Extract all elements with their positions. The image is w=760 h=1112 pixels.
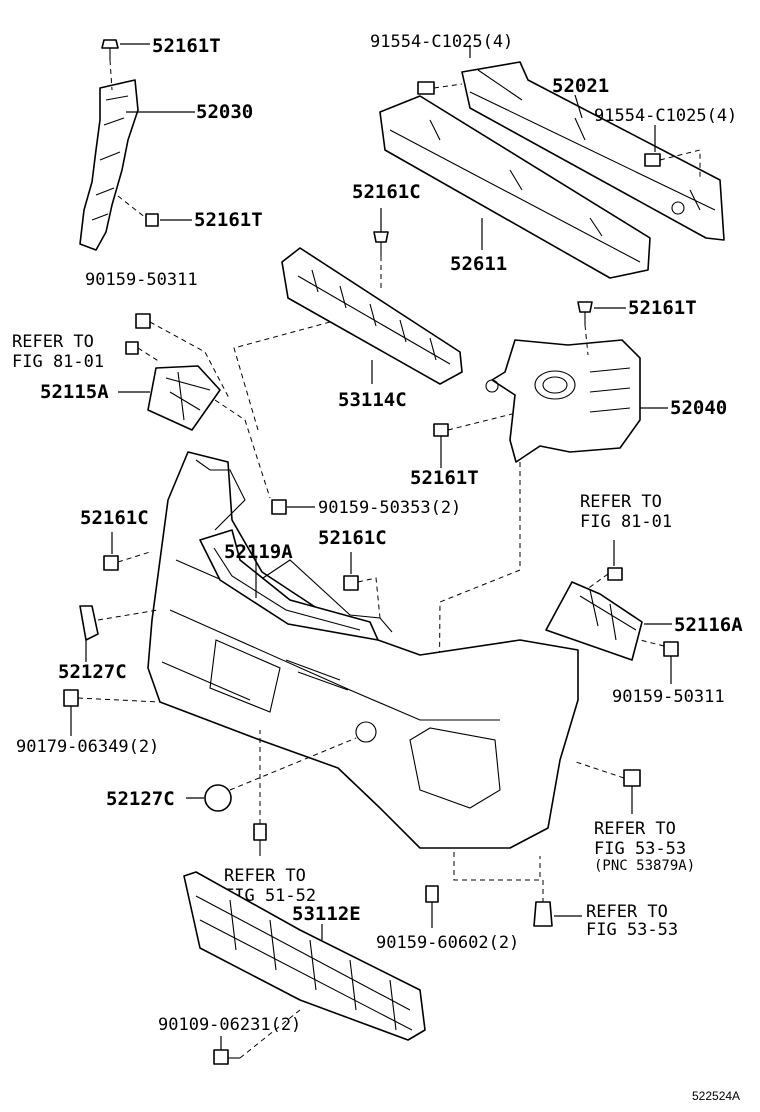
label-90159-50311-right: 90159-50311: [612, 687, 725, 707]
label-52030: 52030: [196, 101, 253, 123]
bracket-52115A[interactable]: [147, 365, 221, 431]
clip-52161T-mid[interactable]: [145, 213, 159, 227]
label-52161T-lower: 52161T: [410, 467, 479, 489]
bolt-90159-60602[interactable]: [425, 885, 439, 903]
clip-refer-5353-a[interactable]: [623, 769, 641, 787]
bracket-52040[interactable]: [485, 339, 641, 463]
label-52161C-mid: 52161C: [318, 527, 387, 549]
clip-52161T-lower[interactable]: [433, 423, 449, 437]
diagram-code: 522524A: [692, 1089, 740, 1103]
cover-52127C-top[interactable]: [79, 605, 99, 641]
label-91554-right: 91554-C1025(4): [594, 106, 737, 126]
clip-refer-5353-b[interactable]: [533, 901, 553, 927]
label-52161C-left: 52161C: [80, 507, 149, 529]
clip-52161C-top[interactable]: [373, 231, 389, 256]
label-91554-left: 91554-C1025(4): [370, 32, 513, 52]
label-90159-50353: 90159-50353(2): [318, 498, 461, 518]
label-52161T-top: 52161T: [152, 35, 221, 57]
label-refer-fig5353-b-2: FIG 53-53: [586, 920, 678, 940]
label-52119A: 52119A: [224, 541, 293, 563]
retainer-52119A[interactable]: [199, 529, 379, 641]
lower-grille-53112E[interactable]: [183, 871, 426, 1041]
label-52021: 52021: [552, 75, 609, 97]
label-52161C-top: 52161C: [352, 181, 421, 203]
bolt-90159-50311-top[interactable]: [135, 313, 151, 329]
bolt-refer-5152[interactable]: [253, 823, 267, 856]
clip-52161T-right[interactable]: [577, 301, 593, 325]
label-refer-fig5353-a-2: FIG 53-53: [594, 839, 686, 859]
grille-53114C[interactable]: [281, 247, 463, 385]
bracket-52116A[interactable]: [545, 581, 643, 661]
label-52127C-top: 52127C: [58, 661, 127, 683]
label-52040: 52040: [670, 397, 727, 419]
label-53114C: 53114C: [338, 389, 407, 411]
label-52611: 52611: [450, 253, 507, 275]
label-refer-fig8101-right-1: REFER TO: [580, 492, 662, 512]
label-90159-50311-top: 90159-50311: [85, 270, 198, 290]
label-52115A: 52115A: [40, 381, 109, 403]
clip-52161C-mid[interactable]: [343, 575, 359, 591]
bolt-90109[interactable]: [213, 1049, 240, 1065]
clip-90179[interactable]: [63, 689, 79, 707]
label-refer-fig5353-a-1: REFER TO: [594, 819, 676, 839]
label-refer-fig5353-a-3: (PNC 53879A): [594, 858, 695, 874]
label-90109: 90109-06231(2): [158, 1015, 301, 1035]
bolt-91554-right[interactable]: [644, 153, 661, 167]
bolt-90159-50353[interactable]: [271, 499, 287, 515]
label-refer-fig8101-left-2: FIG 81-01: [12, 352, 104, 372]
label-52161T-right: 52161T: [628, 297, 697, 319]
label-53112E: 53112E: [292, 903, 361, 925]
bracket-52030[interactable]: [79, 79, 139, 251]
clip-refer-right[interactable]: [607, 567, 623, 581]
label-52116A: 52116A: [674, 614, 743, 636]
clip-refer-left[interactable]: [125, 341, 139, 355]
label-52161T-mid: 52161T: [194, 209, 263, 231]
label-refer-fig5353-b-1: REFER TO: [586, 902, 668, 922]
cap-52127C-bottom[interactable]: [204, 784, 232, 812]
label-90159-60602: 90159-60602(2): [376, 933, 519, 953]
bolt-90159-50311-right[interactable]: [663, 641, 679, 657]
absorber-52611[interactable]: [379, 95, 651, 279]
reinforcement-52021[interactable]: [461, 61, 725, 241]
label-refer-fig8101-right-2: FIG 81-01: [580, 512, 672, 532]
label-refer-fig5152-1: REFER TO: [224, 866, 306, 886]
clip-52161C-left[interactable]: [103, 555, 119, 571]
label-refer-fig8101-left-1: REFER TO: [12, 332, 94, 352]
bolt-91554-left[interactable]: [417, 81, 435, 95]
clip-52161T-top[interactable]: [101, 39, 119, 60]
label-90179: 90179-06349(2): [16, 737, 159, 757]
label-52127C-bottom: 52127C: [106, 788, 175, 810]
